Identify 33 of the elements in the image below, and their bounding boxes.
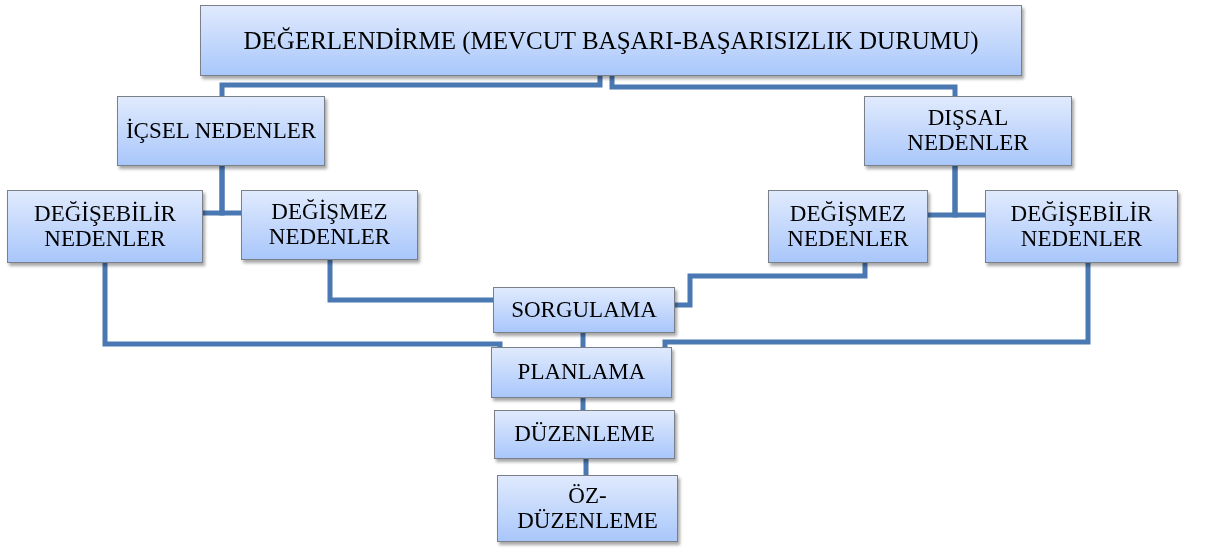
box-label: DEĞİŞEBİLİR NEDENLER <box>1009 201 1154 252</box>
process-box <box>768 190 928 263</box>
box-label: DÜZENLEME <box>514 422 655 447</box>
process-box <box>491 347 672 398</box>
connector-line <box>580 398 586 410</box>
box-label: DEĞİŞMEZ NEDENLER <box>786 201 910 252</box>
connector-line <box>662 263 1091 348</box>
process-box <box>493 287 675 333</box>
process-box <box>985 190 1178 263</box>
process-box <box>7 190 203 263</box>
box-label: İÇSEL NEDENLER <box>125 118 317 144</box>
process-box <box>200 5 1022 76</box>
box-label: DEĞİŞEBİLİR NEDENLER <box>33 201 177 252</box>
process-box <box>117 96 325 166</box>
connector-line <box>675 263 868 308</box>
box-label: DEĞERLENDİRME (MEVCUT BAŞARI-BAŞARISIZLIK DURUMU) <box>243 27 979 54</box>
process-box <box>241 190 418 260</box>
box-label: SORGULAMA <box>511 297 657 323</box>
connector-line <box>102 263 503 349</box>
connector-line <box>580 333 586 347</box>
box-label: ÖZ-DÜZENLEME <box>516 483 659 534</box>
process-box <box>864 96 1072 166</box>
connector-line <box>583 459 589 475</box>
box-label: DIŞSAL NEDENLER <box>906 106 1030 156</box>
connector-line <box>219 166 241 216</box>
connector-line <box>327 260 493 303</box>
process-box <box>494 410 675 459</box>
connector-line <box>952 166 985 218</box>
box-label: DEĞİŞMEZ NEDENLER <box>267 200 392 250</box>
process-box <box>497 475 678 542</box>
box-label: PLANLAMA <box>517 360 646 385</box>
connector-line <box>219 76 603 96</box>
connector-line <box>609 76 958 96</box>
